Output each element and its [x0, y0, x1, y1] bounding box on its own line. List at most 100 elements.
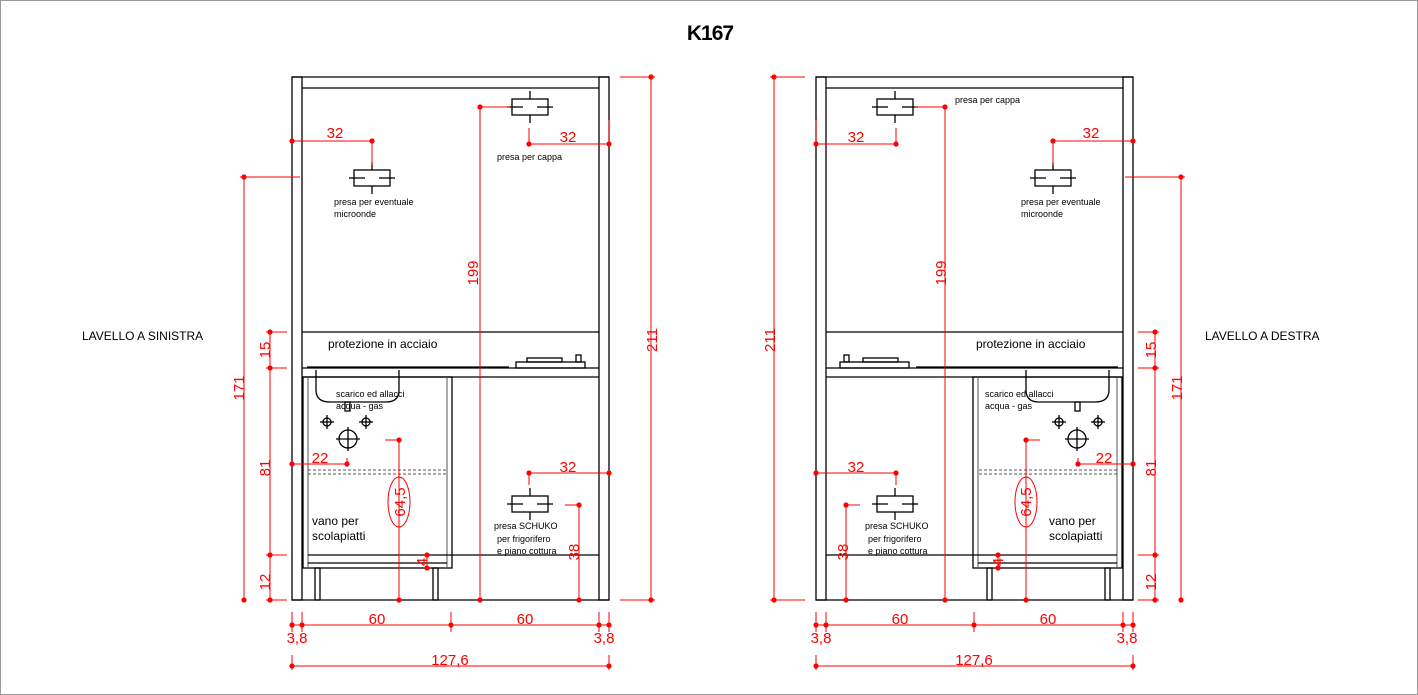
dimension-point: [1130, 138, 1136, 144]
dim-label-schuko-offset: 32: [848, 459, 865, 476]
dimension-point: [1130, 622, 1136, 628]
dim-label-micro-height: 171: [231, 375, 248, 400]
left-variant-label: LAVELLO A SINISTRA: [82, 329, 203, 343]
dim-label-drain-offset: 22: [1096, 450, 1113, 467]
dim-label-module-width-2: 60: [517, 611, 534, 628]
dim-label-side-thickness-2: 3,8: [1117, 630, 1138, 647]
label-microwave-outlet: microonde: [334, 209, 376, 219]
dim-label-micro-offset: 32: [1083, 125, 1100, 142]
hob-burner: [862, 357, 899, 363]
label-hood-outlet: presa per cappa: [497, 152, 562, 162]
dimension-point: [1152, 597, 1158, 603]
dim-highlight-ellipse: [1014, 476, 1038, 528]
sink-drain: [1074, 401, 1081, 412]
dim-label-plinth-height: 12: [1143, 574, 1160, 591]
label-drain: scarico ed allacci: [336, 389, 405, 399]
dimension-point: [843, 597, 849, 603]
dimension-point: [477, 597, 483, 603]
dim-label-schuko-height: 38: [566, 544, 583, 561]
dimension-point: [771, 74, 777, 80]
dimension-point: [1023, 437, 1029, 443]
dim-label-side-thickness-1: 3,8: [287, 630, 308, 647]
label-schuko-outlet: e piano cottura: [497, 546, 557, 556]
dimension-point: [1023, 597, 1029, 603]
hob-burner: [526, 357, 563, 363]
dimension-point: [1130, 663, 1136, 669]
dim-label-cappa-height: 199: [465, 260, 482, 285]
dim-label-protection-height: 15: [257, 342, 274, 359]
dim-label-total-height: 211: [762, 328, 779, 352]
dimension-point: [1152, 365, 1158, 371]
sink-drain: [344, 401, 351, 412]
label-schuko-outlet: presa SCHUKO: [865, 521, 929, 531]
dimension-point: [267, 365, 273, 371]
dim-label-drain-height: 64,5: [392, 487, 409, 516]
dimension-point: [241, 597, 247, 603]
dim-label-side-thickness-1: 3,8: [811, 630, 832, 647]
dimension-point: [396, 597, 402, 603]
dimension-point: [1152, 329, 1158, 335]
leg: [986, 567, 993, 601]
dim-label-cappa-offset: 32: [848, 129, 865, 146]
label-microwave-outlet: presa per eventuale: [334, 197, 414, 207]
label-schuko-outlet: presa SCHUKO: [494, 521, 558, 531]
dimension-point: [241, 174, 247, 180]
dimension-point: [289, 461, 295, 467]
dim-label-micro-height: 171: [1169, 375, 1186, 400]
sink-bowl: [1025, 370, 1110, 403]
dimension-point: [995, 565, 1001, 571]
dimension-point: [813, 622, 819, 628]
label-microwave-outlet: microonde: [1021, 209, 1063, 219]
dimension-point: [299, 622, 305, 628]
dim-label-module-width-1: 60: [369, 611, 386, 628]
dim-label-total-height: 211: [644, 328, 661, 352]
label-schuko-outlet: per frigorifero: [497, 534, 551, 544]
dimension-point: [813, 470, 819, 476]
base-cabinet: [972, 376, 1123, 569]
label-dish-rack: vano per: [1049, 514, 1096, 528]
dimension-point: [942, 104, 948, 110]
dimension-point: [477, 104, 483, 110]
dimension-point: [289, 663, 295, 669]
label-drain: scarico ed allacci: [985, 389, 1054, 399]
dimension-point: [606, 663, 612, 669]
hob-knob: [575, 354, 582, 363]
label-steel-protection: protezione in acciaio: [976, 337, 1086, 351]
dimension-point: [424, 565, 430, 571]
dimension-point: [448, 622, 454, 628]
dimension-point: [893, 141, 899, 147]
dimension-point: [1178, 174, 1184, 180]
dimension-point: [995, 552, 1001, 558]
dim-label-protection-height: 15: [1143, 342, 1160, 359]
dimension-point: [289, 138, 295, 144]
base-cabinet: [302, 376, 453, 569]
dim-highlight-ellipse: [387, 476, 411, 528]
leg: [432, 567, 439, 601]
dimension-point: [1178, 597, 1184, 603]
dimension-point: [648, 74, 654, 80]
dimension-point: [606, 622, 612, 628]
dimension-point: [344, 461, 350, 467]
label-dish-rack: scolapiatti: [1049, 529, 1102, 543]
dimension-point: [369, 138, 375, 144]
label-microwave-outlet: presa per eventuale: [1021, 197, 1101, 207]
dimension-point: [893, 470, 899, 476]
dimension-point: [971, 622, 977, 628]
dim-label-drain-offset: 22: [312, 450, 329, 467]
dimension-point: [526, 141, 532, 147]
dim-label-cappa-offset: 32: [560, 129, 577, 146]
dimension-point: [267, 552, 273, 558]
dim-label-module-width-1: 60: [892, 611, 909, 628]
label-steel-protection: protezione in acciaio: [328, 337, 438, 351]
leg: [1104, 567, 1111, 601]
dimension-point: [267, 329, 273, 335]
dimension-point: [596, 622, 602, 628]
dim-label-side-thickness-2: 3,8: [594, 630, 615, 647]
dimension-point: [576, 597, 582, 603]
dim-label-base-height: 81: [1143, 460, 1160, 477]
dimension-point: [813, 663, 819, 669]
dimension-point: [1075, 461, 1081, 467]
